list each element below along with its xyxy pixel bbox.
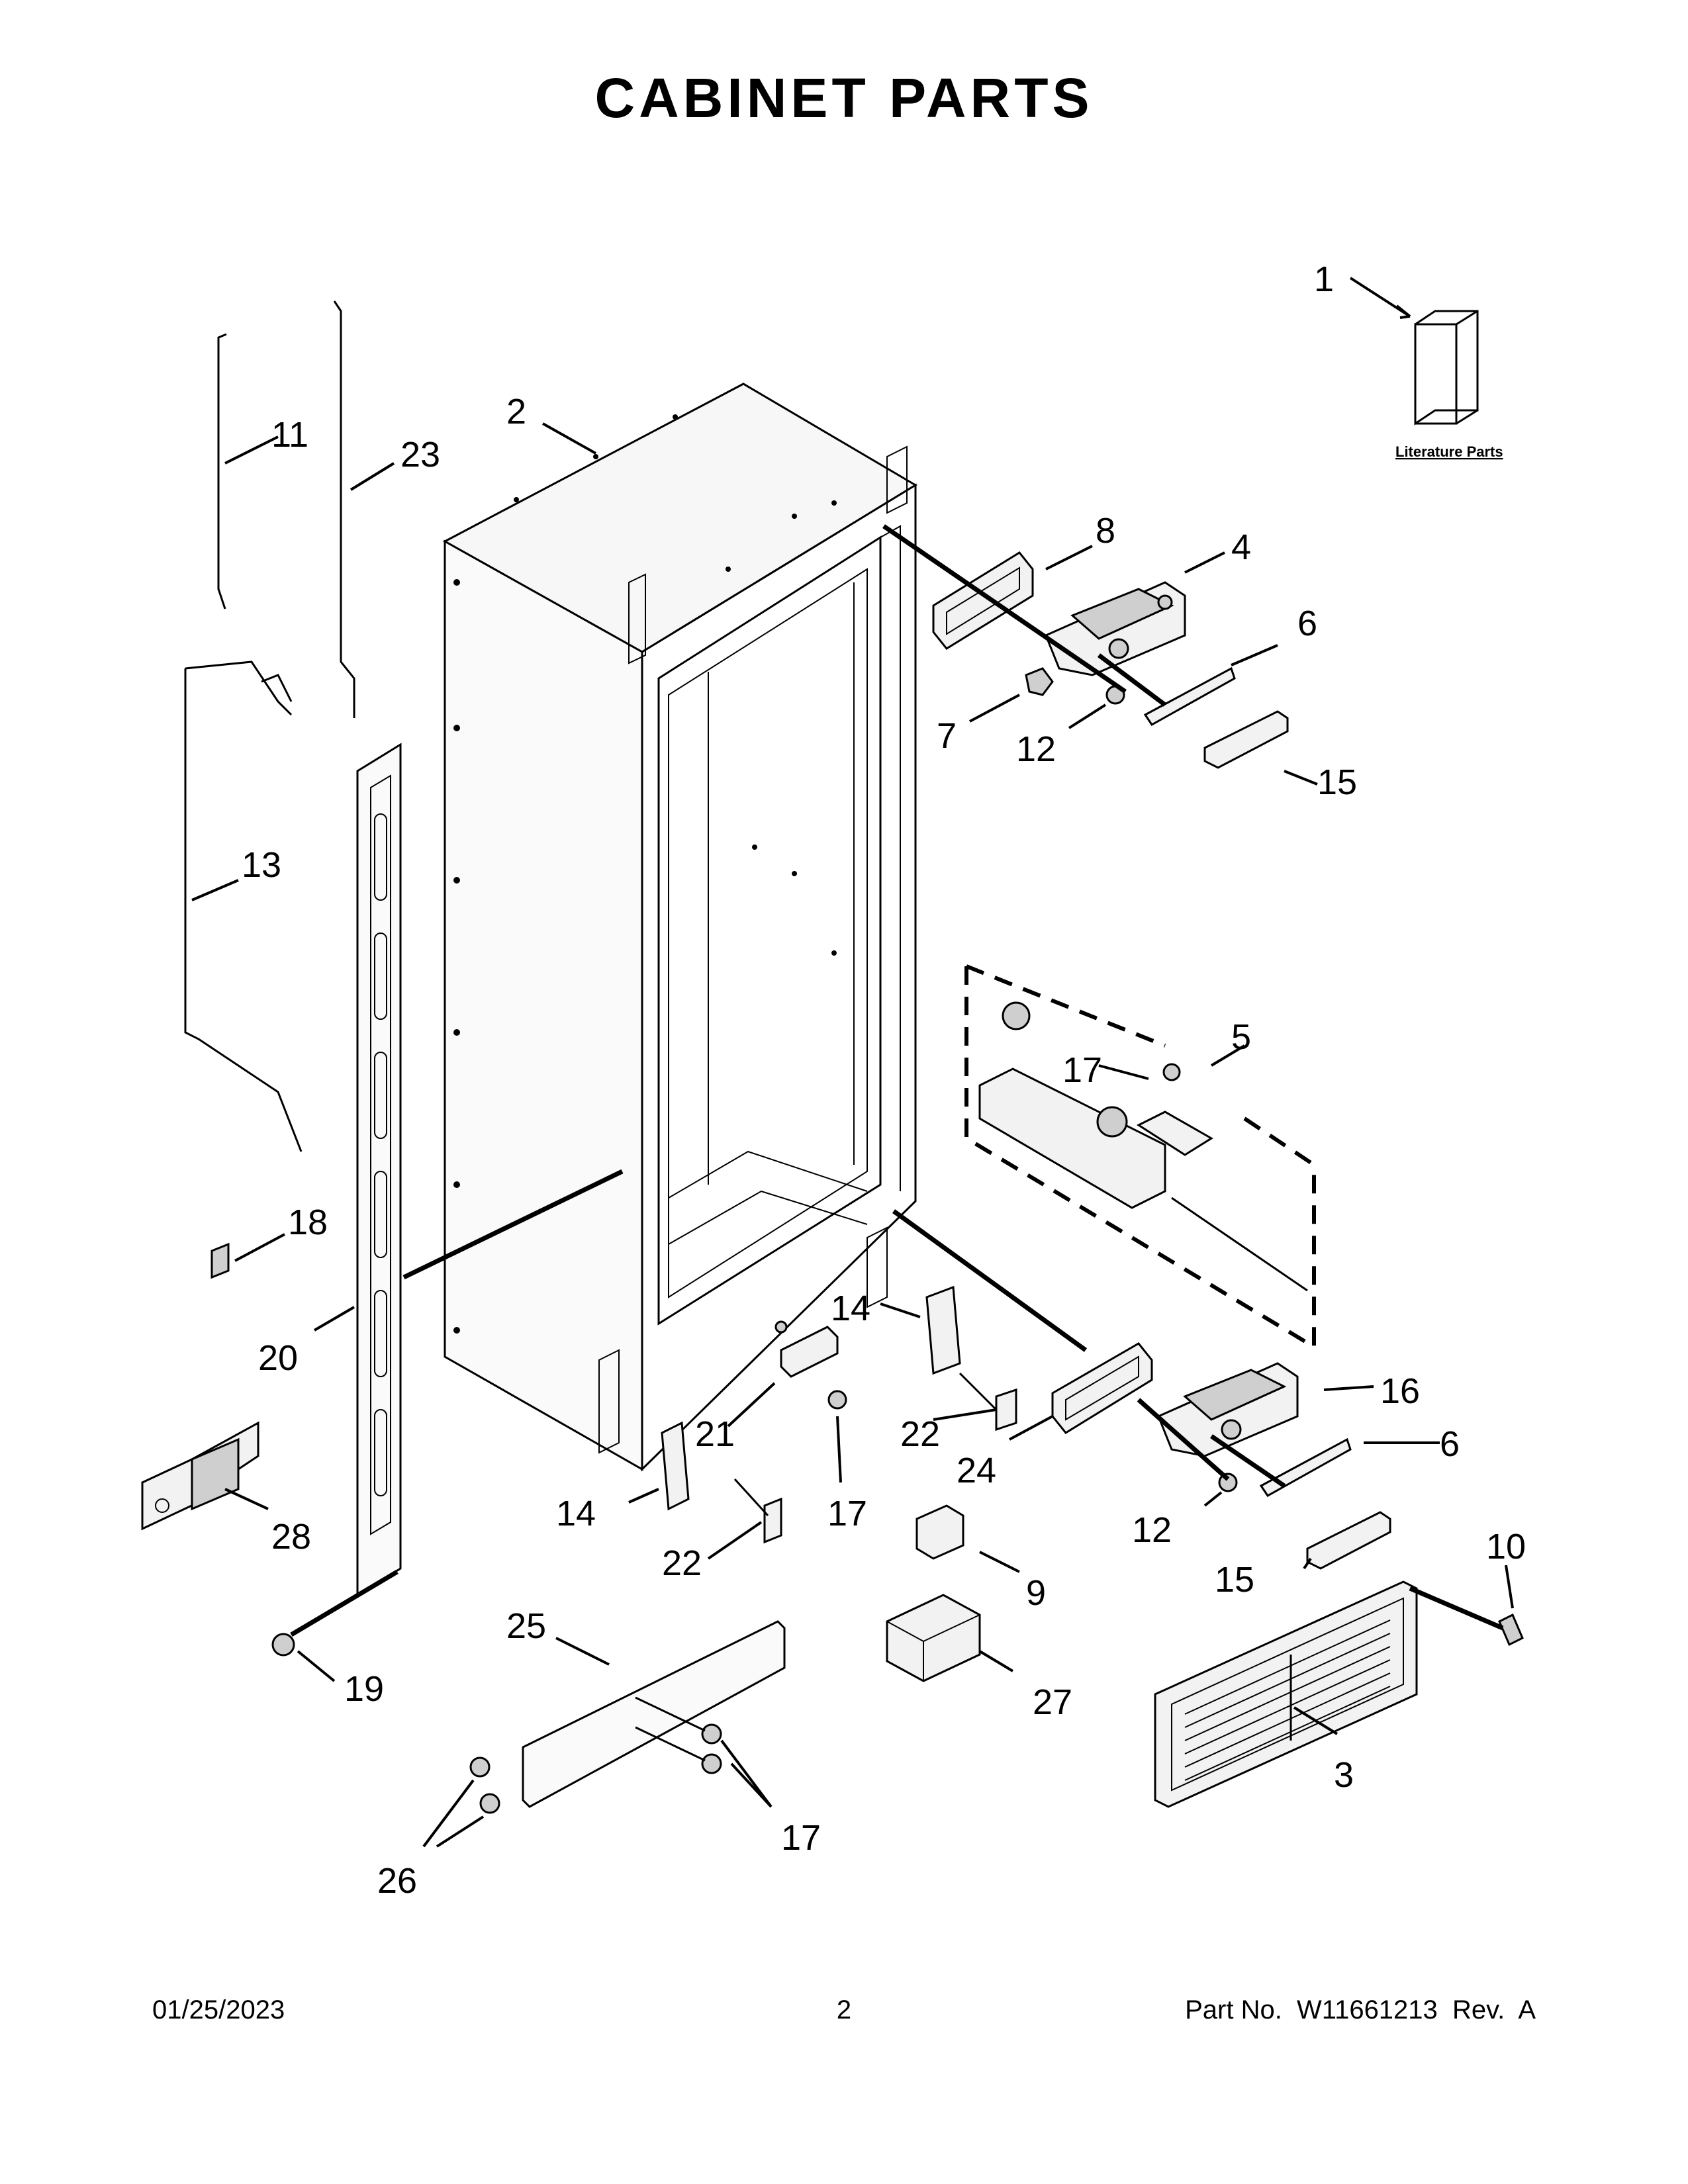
callout-9: 9 <box>1026 1573 1046 1613</box>
callout-7: 7 <box>937 716 957 756</box>
callout-20: 20 <box>258 1338 298 1378</box>
part-4-hinge[interactable] <box>1045 581 1186 676</box>
part-11-tube[interactable] <box>217 333 227 610</box>
callout-1: 1 <box>1314 259 1334 299</box>
part-28-bracket[interactable] <box>141 1421 259 1531</box>
callout-4: 4 <box>1231 527 1251 567</box>
callout-10: 10 <box>1486 1527 1526 1567</box>
callout-5: 5 <box>1231 1017 1251 1057</box>
part-20-rail[interactable] <box>356 743 402 1597</box>
footer-page-number: 2 <box>836 1995 852 2025</box>
part-10-screw[interactable] <box>1409 1586 1524 1647</box>
callout-23: 23 <box>400 435 440 475</box>
part-8-trim[interactable] <box>932 551 1034 650</box>
part-6b-plate[interactable] <box>1259 1437 1352 1497</box>
part-7-clip[interactable] <box>1025 667 1054 696</box>
part-22b-pin[interactable] <box>733 1478 782 1544</box>
callouts: 1 2 3 4 5 6 6 7 8 9 10 11 12 12 13 14 14… <box>242 259 1526 1901</box>
part-27-box[interactable] <box>886 1594 981 1682</box>
part-13-wire[interactable] <box>184 660 303 1152</box>
callout-19: 19 <box>344 1669 384 1709</box>
part-25-panel[interactable] <box>522 1620 786 1808</box>
part-14a-bracket[interactable] <box>925 1285 961 1375</box>
callout-27: 27 <box>1033 1682 1072 1722</box>
callout-12a: 12 <box>1016 729 1056 769</box>
callout-15b: 15 <box>1215 1560 1254 1600</box>
callout-6b: 6 <box>1440 1424 1460 1464</box>
part-literature[interactable]: Literature Parts <box>1395 310 1503 460</box>
part-18-clip[interactable] <box>211 1242 230 1279</box>
callout-8: 8 <box>1096 511 1115 551</box>
callout-28: 28 <box>271 1517 311 1557</box>
part-16-hinge[interactable] <box>1157 1362 1299 1457</box>
callout-22b: 22 <box>662 1543 702 1583</box>
footer-part-number: Part No. W11661213 Rev. A <box>1185 1995 1536 2025</box>
callout-14b: 14 <box>556 1494 596 1533</box>
callout-24: 24 <box>957 1451 996 1490</box>
part-15a-cover[interactable] <box>1203 710 1289 769</box>
part-21-bracket[interactable] <box>774 1320 839 1378</box>
callout-22a: 22 <box>900 1414 940 1454</box>
callout-17a: 17 <box>1062 1050 1102 1090</box>
part-cabinet[interactable] <box>442 383 917 1472</box>
callout-6a: 6 <box>1297 604 1317 643</box>
callout-26: 26 <box>377 1861 417 1901</box>
literature-parts-label: Literature Parts <box>1395 443 1503 460</box>
callout-21: 21 <box>695 1414 735 1454</box>
part-14b-bracket[interactable] <box>661 1421 690 1511</box>
callout-2: 2 <box>506 392 526 432</box>
callout-14a: 14 <box>831 1289 870 1328</box>
callout-18: 18 <box>288 1203 328 1242</box>
part-3-grille[interactable] <box>1154 1580 1418 1808</box>
part-23-tube[interactable] <box>333 300 355 718</box>
part-9-switch[interactable] <box>915 1504 964 1560</box>
callout-17c: 17 <box>781 1818 821 1858</box>
part-17a-screw[interactable] <box>827 1390 847 1410</box>
callout-13: 13 <box>242 845 281 885</box>
callout-17b: 17 <box>827 1494 867 1533</box>
part-22a-pin[interactable] <box>959 1372 1017 1432</box>
callout-25: 25 <box>506 1606 546 1646</box>
callout-3: 3 <box>1334 1755 1354 1795</box>
page-title: CABINET PARTS <box>594 67 1094 129</box>
part-17c-screws[interactable] <box>635 1696 722 1774</box>
callout-12b: 12 <box>1132 1510 1172 1550</box>
callout-16: 16 <box>1380 1371 1420 1411</box>
part-15b-cover[interactable] <box>1306 1511 1391 1570</box>
footer-date: 01/25/2023 <box>152 1995 285 2025</box>
part-26-screws[interactable] <box>469 1756 500 1814</box>
part-24-trim[interactable] <box>1051 1342 1153 1434</box>
leader-lines <box>191 277 1514 1848</box>
callout-11: 11 <box>271 415 308 455</box>
part-5-kit[interactable] <box>964 964 1316 1351</box>
part-19-screw[interactable] <box>271 1569 399 1657</box>
part-6a-plate[interactable] <box>1143 666 1236 726</box>
callout-15a: 15 <box>1317 762 1357 802</box>
